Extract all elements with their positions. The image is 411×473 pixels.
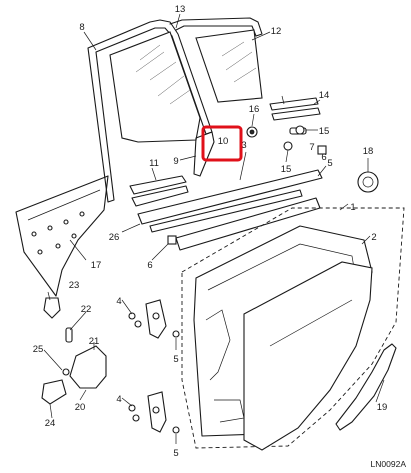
door-glass-main bbox=[109, 31, 201, 143]
callout-6a: 6 bbox=[147, 260, 152, 271]
clips-fixings bbox=[167, 125, 379, 245]
highlight-box bbox=[201, 125, 243, 162]
callout-1: 1 bbox=[350, 202, 355, 213]
callout-9: 9 bbox=[173, 156, 178, 167]
lower-hinge bbox=[128, 391, 180, 434]
callout-8: 8 bbox=[79, 22, 84, 33]
upper-hinge bbox=[128, 299, 180, 339]
callout-23: 23 bbox=[69, 280, 80, 291]
callout-5c: 5 bbox=[173, 448, 178, 459]
callout-11: 11 bbox=[149, 158, 159, 169]
callout-6b: 6 bbox=[321, 152, 326, 163]
glass-lift-channel bbox=[137, 169, 323, 251]
callout-22: 22 bbox=[81, 304, 92, 315]
callout-12: 12 bbox=[271, 26, 282, 37]
callout-24: 24 bbox=[45, 418, 56, 429]
callout-25: 25 bbox=[33, 344, 44, 355]
callout-10: 10 bbox=[218, 136, 229, 147]
door-outer-panel bbox=[243, 261, 373, 451]
callout-2: 2 bbox=[371, 232, 376, 243]
callout-18: 18 bbox=[363, 146, 374, 157]
callout-13: 13 bbox=[175, 4, 186, 15]
leader-lines bbox=[43, 13, 385, 444]
callout-14: 14 bbox=[319, 90, 330, 101]
quarter-glass bbox=[195, 29, 263, 103]
callout-7: 7 bbox=[309, 142, 314, 153]
callout-21: 21 bbox=[89, 336, 100, 347]
callout-4a: 4 bbox=[116, 296, 121, 307]
callout-26: 26 bbox=[109, 232, 120, 243]
callout-16: 16 bbox=[249, 104, 260, 115]
door-trim-panel bbox=[15, 175, 109, 297]
door-seal bbox=[335, 343, 397, 431]
door-shell-outline bbox=[181, 207, 405, 449]
reference-code: LN0092A bbox=[371, 459, 407, 469]
callout-15a: 15 bbox=[319, 126, 330, 137]
waist-seals bbox=[129, 97, 321, 207]
callout-17: 17 bbox=[91, 260, 102, 271]
check-strap-assembly bbox=[41, 297, 107, 405]
callout-labels: 1 2 3 4 4 5 5 5 6 6 7 8 9 10 11 12 13 14… bbox=[33, 4, 388, 459]
callout-4b: 4 bbox=[116, 394, 121, 405]
callout-20: 20 bbox=[75, 402, 86, 413]
callout-5a: 5 bbox=[327, 158, 332, 169]
callout-19: 19 bbox=[377, 402, 388, 413]
callout-3: 3 bbox=[241, 140, 246, 151]
callout-5b: 5 bbox=[173, 354, 178, 365]
callout-15b: 15 bbox=[281, 164, 292, 175]
